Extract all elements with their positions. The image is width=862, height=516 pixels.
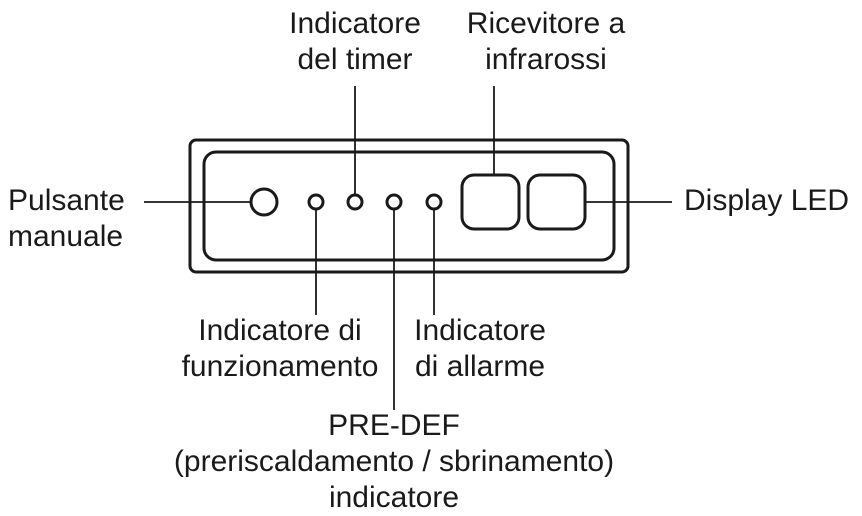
ir-receiver-label-line2: infrarossi <box>485 43 607 76</box>
predef-indicator-label-line2: (preriscaldamento / sbrinamento) <box>173 445 615 478</box>
led-display-window <box>526 173 587 231</box>
manual-button-label-line1: Pulsante <box>8 184 125 217</box>
timer-indicator-led <box>346 193 364 211</box>
led-display-label: Display LED <box>684 183 860 219</box>
timer-indicator-label-line2: del timer <box>297 43 413 76</box>
panel-face-inner <box>202 150 616 262</box>
predef-indicator-label: PRE-DEF (preriscaldamento / sbrinamento)… <box>144 408 644 516</box>
alarm-indicator-label: Indicatore di allarme <box>400 313 560 385</box>
ir-receiver-label: Ricevitore a infrarossi <box>446 6 646 78</box>
predef-indicator-led <box>385 193 403 211</box>
alarm-indicator-label-line2: di allarme <box>414 350 546 383</box>
predef-indicator-label-line1: PRE-DEF <box>328 409 460 442</box>
led-display-label-line1: Display LED <box>684 184 850 217</box>
run-indicator-label: Indicatore di funzionamento <box>170 313 390 385</box>
ir-receiver-label-line1: Ricevitore a <box>466 7 626 40</box>
manual-button-label-line2: manuale <box>8 220 124 253</box>
run-indicator-label-line1: Indicatore di <box>198 314 362 347</box>
panel-housing-outer <box>188 138 630 274</box>
run-indicator-label-line2: funzionamento <box>181 350 379 383</box>
alarm-indicator-label-line1: Indicatore <box>414 314 546 347</box>
manual-button-label: Pulsante manuale <box>8 183 148 255</box>
manual-button-circle <box>249 187 279 217</box>
alarm-indicator-led <box>425 193 443 211</box>
timer-indicator-label: Indicatore del timer <box>262 6 448 78</box>
timer-indicator-label-line1: Indicatore <box>289 7 421 40</box>
ir-receiver-window <box>460 173 521 231</box>
run-indicator-led <box>307 193 325 211</box>
predef-indicator-label-line3: indicatore <box>328 481 460 514</box>
